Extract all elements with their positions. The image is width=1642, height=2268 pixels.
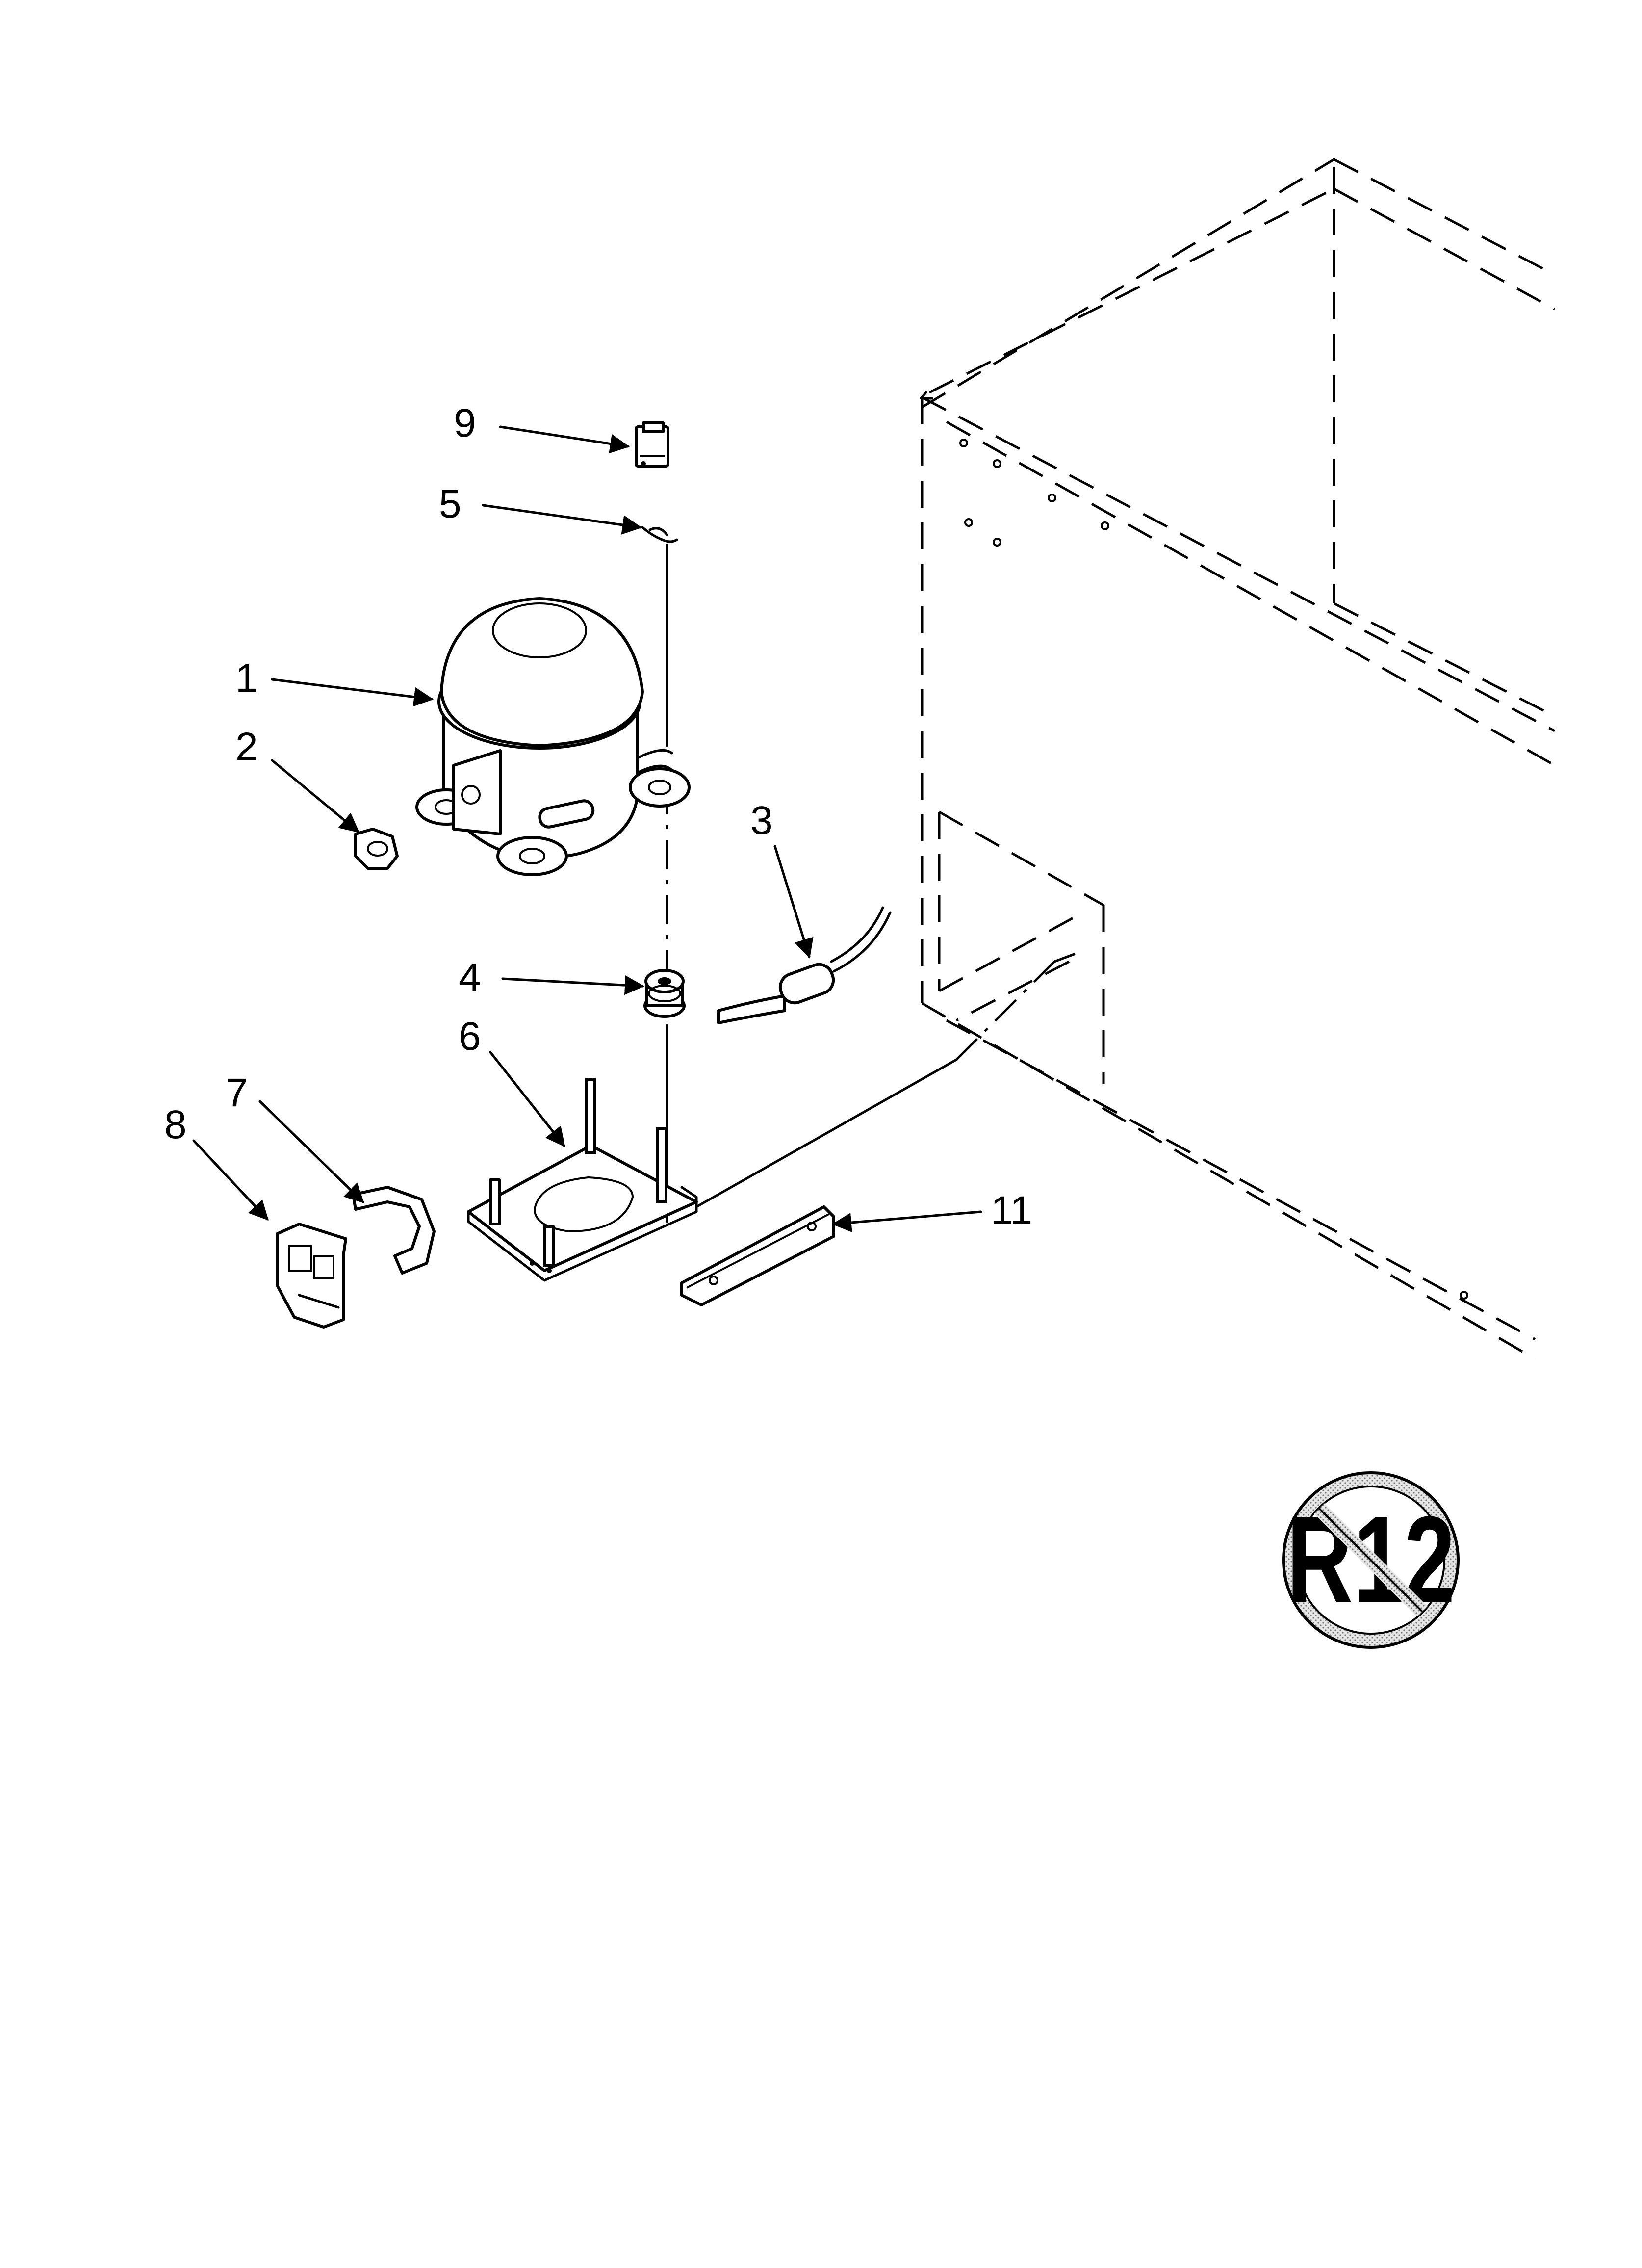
part-8-relay-block: [276, 1223, 347, 1329]
part-6-base-plate: [467, 1078, 698, 1282]
callout-labels: 9 5 1 2 3 4 6 7 8 11: [164, 401, 1032, 1233]
mounting-guide-lines: [695, 953, 1076, 1208]
part-4-grommet: [643, 969, 686, 1018]
callout-6: 6: [459, 1014, 481, 1059]
callout-leaders: [192, 425, 982, 1232]
callout-5: 5: [439, 482, 462, 526]
callout-1: 1: [235, 656, 258, 701]
callout-11: 11: [991, 1188, 1032, 1233]
part-2-clip: [354, 828, 399, 870]
cabinet-screw-holes: [959, 439, 1468, 1300]
callout-8: 8: [164, 1102, 187, 1147]
callout-9: 9: [454, 401, 476, 445]
part-3-tube: [717, 906, 892, 1024]
part-7-wire-clip: [352, 1186, 436, 1275]
part-9-relay: [635, 421, 669, 468]
cabinet-outline: [920, 158, 1556, 1360]
callout-3: 3: [750, 798, 773, 843]
callout-7: 7: [226, 1070, 248, 1115]
part-11-bracket: [680, 1205, 835, 1306]
part-5-clip: [641, 526, 678, 543]
callout-2: 2: [235, 725, 258, 769]
callout-4: 4: [459, 955, 481, 1000]
no-r12-badge: R12: [1282, 1471, 1460, 1649]
part-1-compressor: [415, 597, 691, 876]
